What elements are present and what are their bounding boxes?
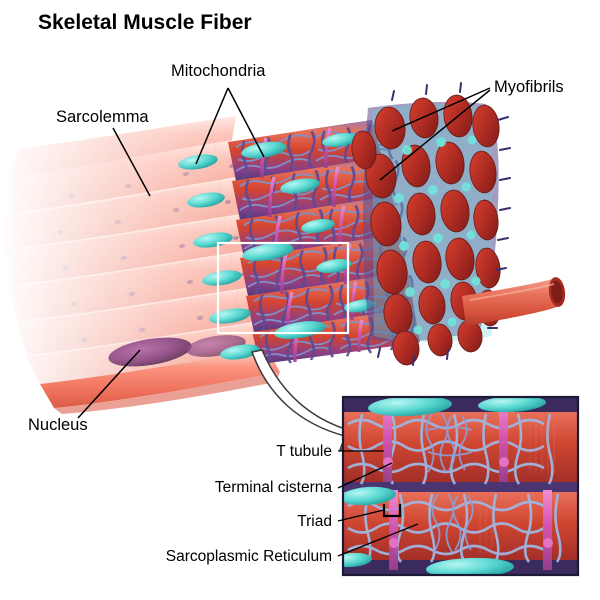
inset-mitochondria <box>343 397 546 575</box>
protruding-myofibril <box>462 277 566 326</box>
nucleus-shape <box>108 337 192 367</box>
label-mitochondria: Mitochondria <box>171 62 266 80</box>
triad-bracket <box>382 504 402 518</box>
page-title: Skeletal Muscle Fiber <box>38 11 252 34</box>
label-myofibrils: Myofibrils <box>494 78 564 96</box>
label-nucleus: Nucleus <box>28 416 88 434</box>
label-triad: Triad <box>297 513 332 530</box>
label-sarcolemma: Sarcolemma <box>56 108 149 126</box>
inset-panel <box>341 395 580 577</box>
leader-lines <box>77 87 491 557</box>
label-t-tubule: T tubule <box>276 443 332 460</box>
cross-section-face <box>351 82 511 366</box>
selection-box[interactable] <box>216 241 350 335</box>
label-terminal-cisterna: Terminal cisterna <box>215 479 333 496</box>
label-sarcoplasmic-reticulum: Sarcoplasmic Reticulum <box>166 548 332 565</box>
inset-t-tubules <box>383 400 553 570</box>
